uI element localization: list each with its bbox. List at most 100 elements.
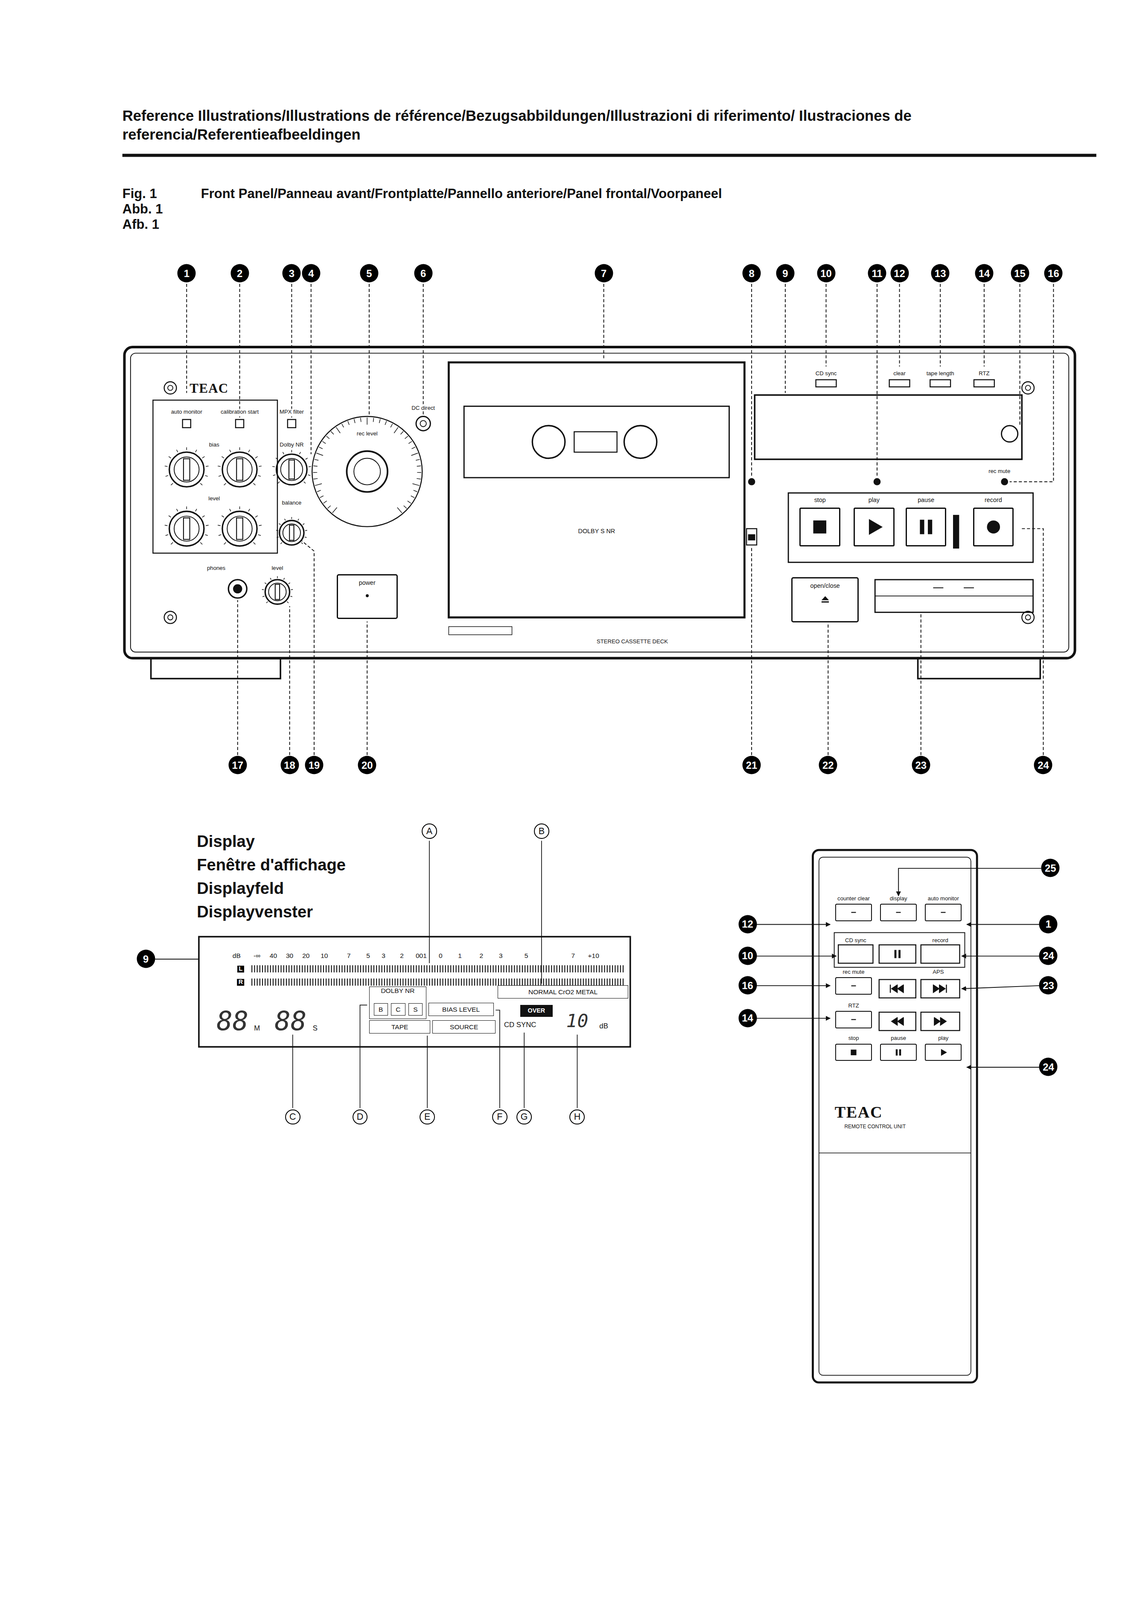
dial-tick	[384, 420, 387, 425]
meter-segment	[336, 964, 338, 973]
leader-line	[756, 924, 831, 925]
knob-tick	[253, 483, 256, 486]
meter-segment	[346, 964, 348, 973]
screw	[1021, 381, 1035, 394]
meter-segment	[569, 978, 571, 986]
knob	[276, 454, 308, 485]
meter-segment	[405, 978, 406, 986]
knob-tick	[258, 475, 261, 477]
dial-tick	[416, 465, 422, 467]
dial-tick	[314, 483, 322, 486]
rec-level-knob	[353, 458, 381, 485]
meter-segment	[296, 964, 298, 973]
skip-glyph	[897, 984, 904, 993]
heading-text: Displayfeld	[196, 879, 284, 898]
callout-letter: G	[516, 1109, 532, 1125]
meter-segment	[314, 964, 316, 973]
meter-segment	[561, 964, 563, 973]
leader-line	[825, 283, 827, 367]
meter-segment	[341, 978, 343, 986]
meter-segment	[574, 978, 576, 986]
meter-segment	[620, 964, 621, 973]
wind-glyph	[897, 1017, 904, 1026]
knob	[174, 515, 199, 541]
knob	[169, 511, 205, 546]
button-glyph	[836, 977, 872, 994]
meter-segment	[285, 964, 287, 973]
remote-button: RTZ	[832, 1002, 875, 1034]
meter-segment	[529, 978, 531, 986]
knob-tick	[291, 516, 292, 519]
transport-button: pause	[902, 496, 950, 558]
meter-segment	[620, 978, 621, 986]
callout-number: 1	[1039, 914, 1058, 933]
meter-segment	[601, 964, 603, 973]
aps-bar	[874, 595, 1033, 597]
meter-segment	[458, 964, 460, 973]
dial-tick	[313, 478, 318, 479]
knob-tick	[164, 524, 168, 526]
wind-glyph	[940, 1017, 947, 1026]
leader-line	[756, 1017, 831, 1019]
meter-segment	[447, 964, 449, 973]
meter-segment	[500, 964, 502, 973]
knob-tick	[308, 474, 311, 476]
button-glyph	[906, 508, 946, 546]
part-label: 001	[415, 951, 428, 960]
meter-segment	[601, 978, 603, 986]
small-button	[235, 419, 244, 428]
meter-segment	[296, 978, 298, 986]
meter-segment	[294, 964, 295, 973]
meter-segment	[447, 978, 449, 986]
meter-segment	[495, 964, 497, 973]
callout-letter: H	[569, 1109, 586, 1125]
meter-segment	[399, 964, 401, 973]
meter-segment	[543, 978, 545, 986]
knob-tick	[288, 582, 291, 584]
transport-frame	[788, 492, 1033, 563]
dial-tick	[317, 489, 321, 492]
part-label: MPX filter	[279, 408, 305, 415]
meter-segment	[389, 964, 391, 973]
knob-tick	[239, 506, 240, 509]
knob-grip	[183, 458, 190, 481]
dial-tick	[332, 507, 338, 514]
meter-segment	[585, 964, 587, 973]
knob-tick	[305, 529, 308, 531]
meter-segment	[370, 964, 372, 973]
rec-level-dial	[311, 416, 423, 527]
small-button	[973, 379, 995, 388]
dc-direct-button	[419, 420, 426, 427]
knob-tick	[276, 576, 278, 579]
knob-tick	[273, 474, 276, 476]
part-label: DC direct	[411, 405, 436, 412]
meter-segment	[415, 978, 417, 986]
meter-segment	[270, 978, 272, 986]
knob-tick	[284, 518, 286, 521]
part-label: clear	[892, 370, 907, 377]
leader-line	[751, 283, 753, 477]
meter-segment	[418, 964, 420, 973]
meter-segment	[466, 964, 467, 973]
part-label: 3	[381, 951, 386, 960]
knob-grip	[289, 524, 294, 541]
meter-segment	[582, 964, 584, 973]
part-label: record	[931, 937, 949, 944]
leader-line	[827, 624, 829, 755]
meter-segment	[277, 978, 279, 986]
dial-tick	[412, 483, 420, 486]
knob	[227, 515, 252, 541]
knob	[265, 579, 290, 604]
cassette-window	[463, 406, 729, 478]
callout-letter: C	[285, 1109, 301, 1125]
callout-number: 2	[230, 264, 249, 283]
meter-segment	[513, 978, 515, 986]
meter-segment	[622, 978, 624, 986]
meter-segment	[527, 964, 528, 973]
knob	[169, 451, 205, 487]
meter-segment	[445, 964, 446, 973]
node-text: power	[358, 579, 376, 587]
button-face	[924, 903, 962, 922]
knob-tick	[287, 601, 289, 603]
button-glyph	[925, 904, 961, 921]
